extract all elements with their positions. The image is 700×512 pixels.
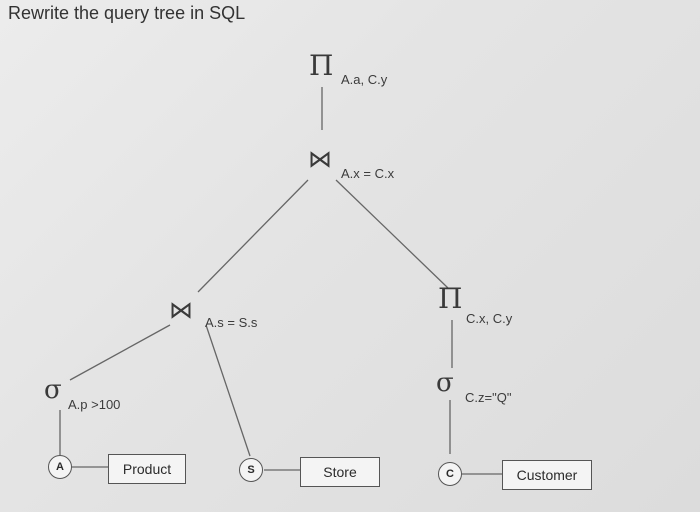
page-title: Rewrite the query tree in SQL	[8, 3, 246, 23]
edge-root-join-to-left-join	[197, 179, 309, 293]
left-selection-condition: A.p >100	[68, 397, 121, 412]
selection-symbol: σ	[436, 368, 454, 398]
left-join-condition: A.s = S.s	[205, 315, 258, 330]
selection-symbol: σ	[44, 375, 62, 405]
relation-table-customer: Customer	[502, 460, 592, 490]
right-selection-condition: C.z="Q"	[465, 390, 512, 405]
projection-symbol: Π	[309, 49, 334, 82]
root-projection-attrs: A.a, C.y	[341, 72, 388, 87]
root-join-condition: A.x = C.x	[341, 166, 395, 181]
relation-table-product: Product	[108, 454, 186, 484]
relation-alias-s: S	[239, 458, 263, 482]
relation-table-store: Store	[300, 457, 380, 487]
projection-symbol: Π	[438, 282, 463, 315]
join-symbol: ⋈	[169, 296, 193, 324]
relation-alias-c: C	[438, 462, 462, 486]
edge-left-join-to-left-sel	[69, 324, 171, 381]
join-symbol: ⋈	[308, 145, 332, 173]
relation-alias-a: A	[48, 455, 72, 479]
right-projection-attrs: C.x, C.y	[466, 311, 513, 326]
edge-root-join-to-right-proj	[335, 179, 449, 289]
edge-left-join-to-store	[205, 324, 251, 457]
